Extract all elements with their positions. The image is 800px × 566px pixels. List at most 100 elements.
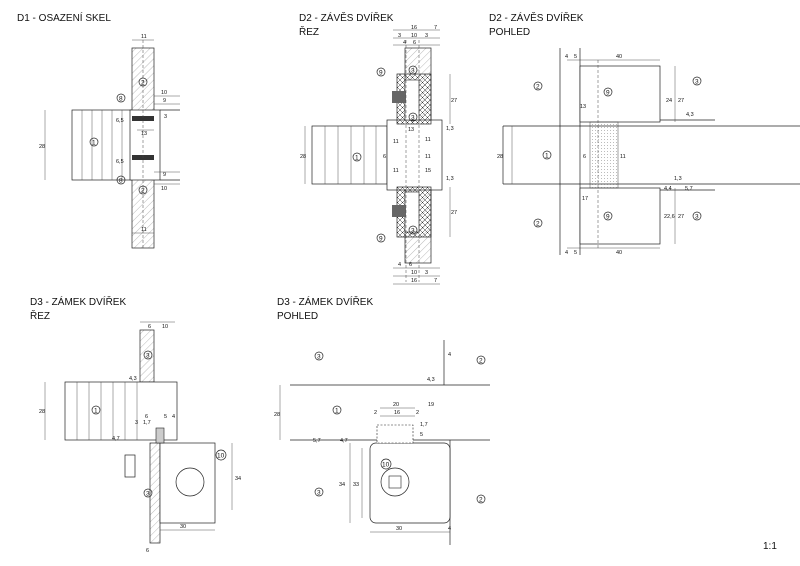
d2p-marker-3b: 3	[695, 214, 699, 221]
d2r-dim-27b: 27	[451, 210, 457, 216]
d1-dim-65b: 6,5	[116, 159, 124, 165]
d2r-dim-3ta: 3	[398, 33, 401, 39]
d3p-dim-47: 4,7	[340, 438, 348, 444]
d3r-dim-47: 4,7	[112, 436, 120, 442]
d2r-marker-3b: 3	[411, 115, 415, 122]
d2r-dim-27a: 27	[451, 98, 457, 104]
d3r-dim-34: 34	[235, 476, 241, 482]
d2r-marker-3c: 3	[411, 228, 415, 235]
d3p-marker-2b: 2	[479, 497, 483, 504]
d2r-marker-3b-circle	[408, 112, 418, 122]
d3p-marker-10: 10	[382, 462, 390, 469]
d2p-dim-40b: 40	[616, 250, 622, 256]
d2r-dim-15: 15	[425, 168, 431, 174]
d1-dim-10a: 10	[161, 90, 167, 96]
scale-label: 1:1	[763, 541, 777, 552]
d2p-marker-2b: 2	[536, 221, 540, 228]
title-d3-section-1: D3 - ZÁMEK DVÍŘEK	[30, 297, 127, 308]
d3r-marker-10-circle	[215, 449, 227, 461]
d2p-dim-11: 11	[620, 154, 626, 160]
d2p-marker-2a: 2	[536, 84, 540, 91]
d1-dim-height: 28	[39, 144, 45, 150]
d3r-dim-4: 4	[172, 414, 175, 420]
d3p-dim-4: 4	[448, 352, 451, 358]
d2r-dim-4b: 4	[398, 262, 401, 268]
d1-dim-bottom: 11	[141, 227, 147, 233]
detail-d3-view	[279, 340, 490, 545]
d3p-dim-28: 28	[274, 412, 280, 418]
d2r-marker-1-circle	[352, 152, 362, 162]
d3p-marker-2b-circle	[476, 494, 486, 504]
d1-marker-8b: 8	[119, 178, 123, 185]
d2p-marker-1-circle	[542, 150, 552, 160]
d2p-dim-6: 6	[583, 154, 586, 160]
d2p-dim-44: 4,4	[664, 186, 672, 192]
d3r-dim-5: 5	[164, 414, 167, 420]
d3r-marker-3b-circle	[143, 488, 153, 498]
d2p-marker-9b: 9	[606, 214, 610, 221]
d3p-dim-17: 1,7	[420, 422, 428, 428]
d1-marker-2a: 2	[141, 80, 145, 87]
d2p-marker-9b-circle	[603, 211, 613, 221]
d3p-dim-43: 4,3	[427, 377, 435, 383]
title-d3-view-1: D3 - ZÁMEK DVÍŘEK	[277, 297, 374, 308]
d1-marker-8a: 8	[119, 96, 123, 103]
d1-dim-65a: 6,5	[116, 118, 124, 124]
d2p-dim-27: 27	[678, 98, 684, 104]
d3r-dim-43: 4,3	[129, 376, 137, 382]
d1-marker-8a-circle	[116, 93, 126, 103]
d3r-marker-10: 10	[217, 453, 225, 460]
d2p-dim-57: 5,7	[685, 186, 693, 192]
d2p-dim-17: 17	[582, 196, 588, 202]
d2r-dim-6t: 6	[413, 40, 416, 46]
title-d2-section-2: ŘEZ	[299, 27, 319, 38]
d2r-dim-3tb: 3	[425, 33, 428, 39]
d3r-marker-3b: 3	[146, 491, 150, 498]
d3r-dim-6b: 6	[146, 548, 149, 554]
d2r-dim-13a: 1,3	[446, 126, 454, 132]
d2r-dim-7t: 7	[434, 25, 437, 31]
d3p-marker-10-circle	[380, 458, 392, 470]
d2p-dim-5: 5	[574, 54, 577, 60]
d3p-dim-34: 34	[339, 482, 345, 488]
d1-dim-10b: 10	[161, 186, 167, 192]
title-d2-view-2: POHLED	[489, 27, 531, 38]
d2p-dim-27b: 27	[678, 214, 684, 220]
d1-marker-2b-circle	[138, 185, 148, 195]
d2r-dim-11c: 11	[393, 139, 399, 145]
title-d2-view-1: D2 - ZÁVĚS DVÍŘEK	[489, 13, 584, 24]
d3p-marker-2a: 2	[479, 358, 483, 365]
d2r-dim-11d: 11	[393, 168, 399, 174]
d3p-dim-16: 16	[394, 410, 400, 416]
d3r-dim-3: 3	[135, 420, 138, 426]
d3p-dim-30: 30	[396, 526, 402, 532]
d2p-marker-1: 1	[545, 153, 549, 160]
d2p-dim-5b: 5	[574, 250, 577, 256]
d2p-marker-9a: 9	[606, 90, 610, 97]
title-d1: D1 - OSAZENÍ SKEL	[17, 13, 111, 24]
d1-marker-2b: 2	[141, 188, 145, 195]
d2r-dim-3b: 3	[425, 270, 428, 276]
d2p-marker-3a: 3	[695, 79, 699, 86]
d2p-marker-2a-circle	[533, 81, 543, 91]
d2r-marker-9b-circle	[376, 233, 386, 243]
d2r-marker-9a: 9	[379, 70, 383, 77]
d1-dim-9a: 9	[163, 98, 166, 104]
d3p-marker-1-circle	[332, 405, 342, 415]
d3r-dim-10t: 10	[162, 324, 168, 330]
d2r-dim-10b: 10	[411, 270, 417, 276]
d2p-marker-3b-circle	[692, 211, 702, 221]
d3r-marker-1-circle	[91, 405, 101, 415]
d3p-marker-3a: 3	[317, 354, 321, 361]
d3p-marker-3b: 3	[317, 490, 321, 497]
d2r-dim-28: 28	[300, 154, 306, 160]
d1-marker-1-circle	[89, 137, 99, 147]
d2p-marker-3a-circle	[692, 76, 702, 86]
d2p-dim-4b: 4	[565, 250, 568, 256]
d2p-dim-43: 4,3	[686, 112, 694, 118]
d2p-marker-9a-circle	[603, 87, 613, 97]
d3p-marker-1: 1	[335, 408, 339, 415]
d2r-dim-7b: 7	[434, 278, 437, 284]
d2r-dim-13: 13	[408, 127, 414, 133]
d2r-marker-3c-circle	[408, 225, 418, 235]
